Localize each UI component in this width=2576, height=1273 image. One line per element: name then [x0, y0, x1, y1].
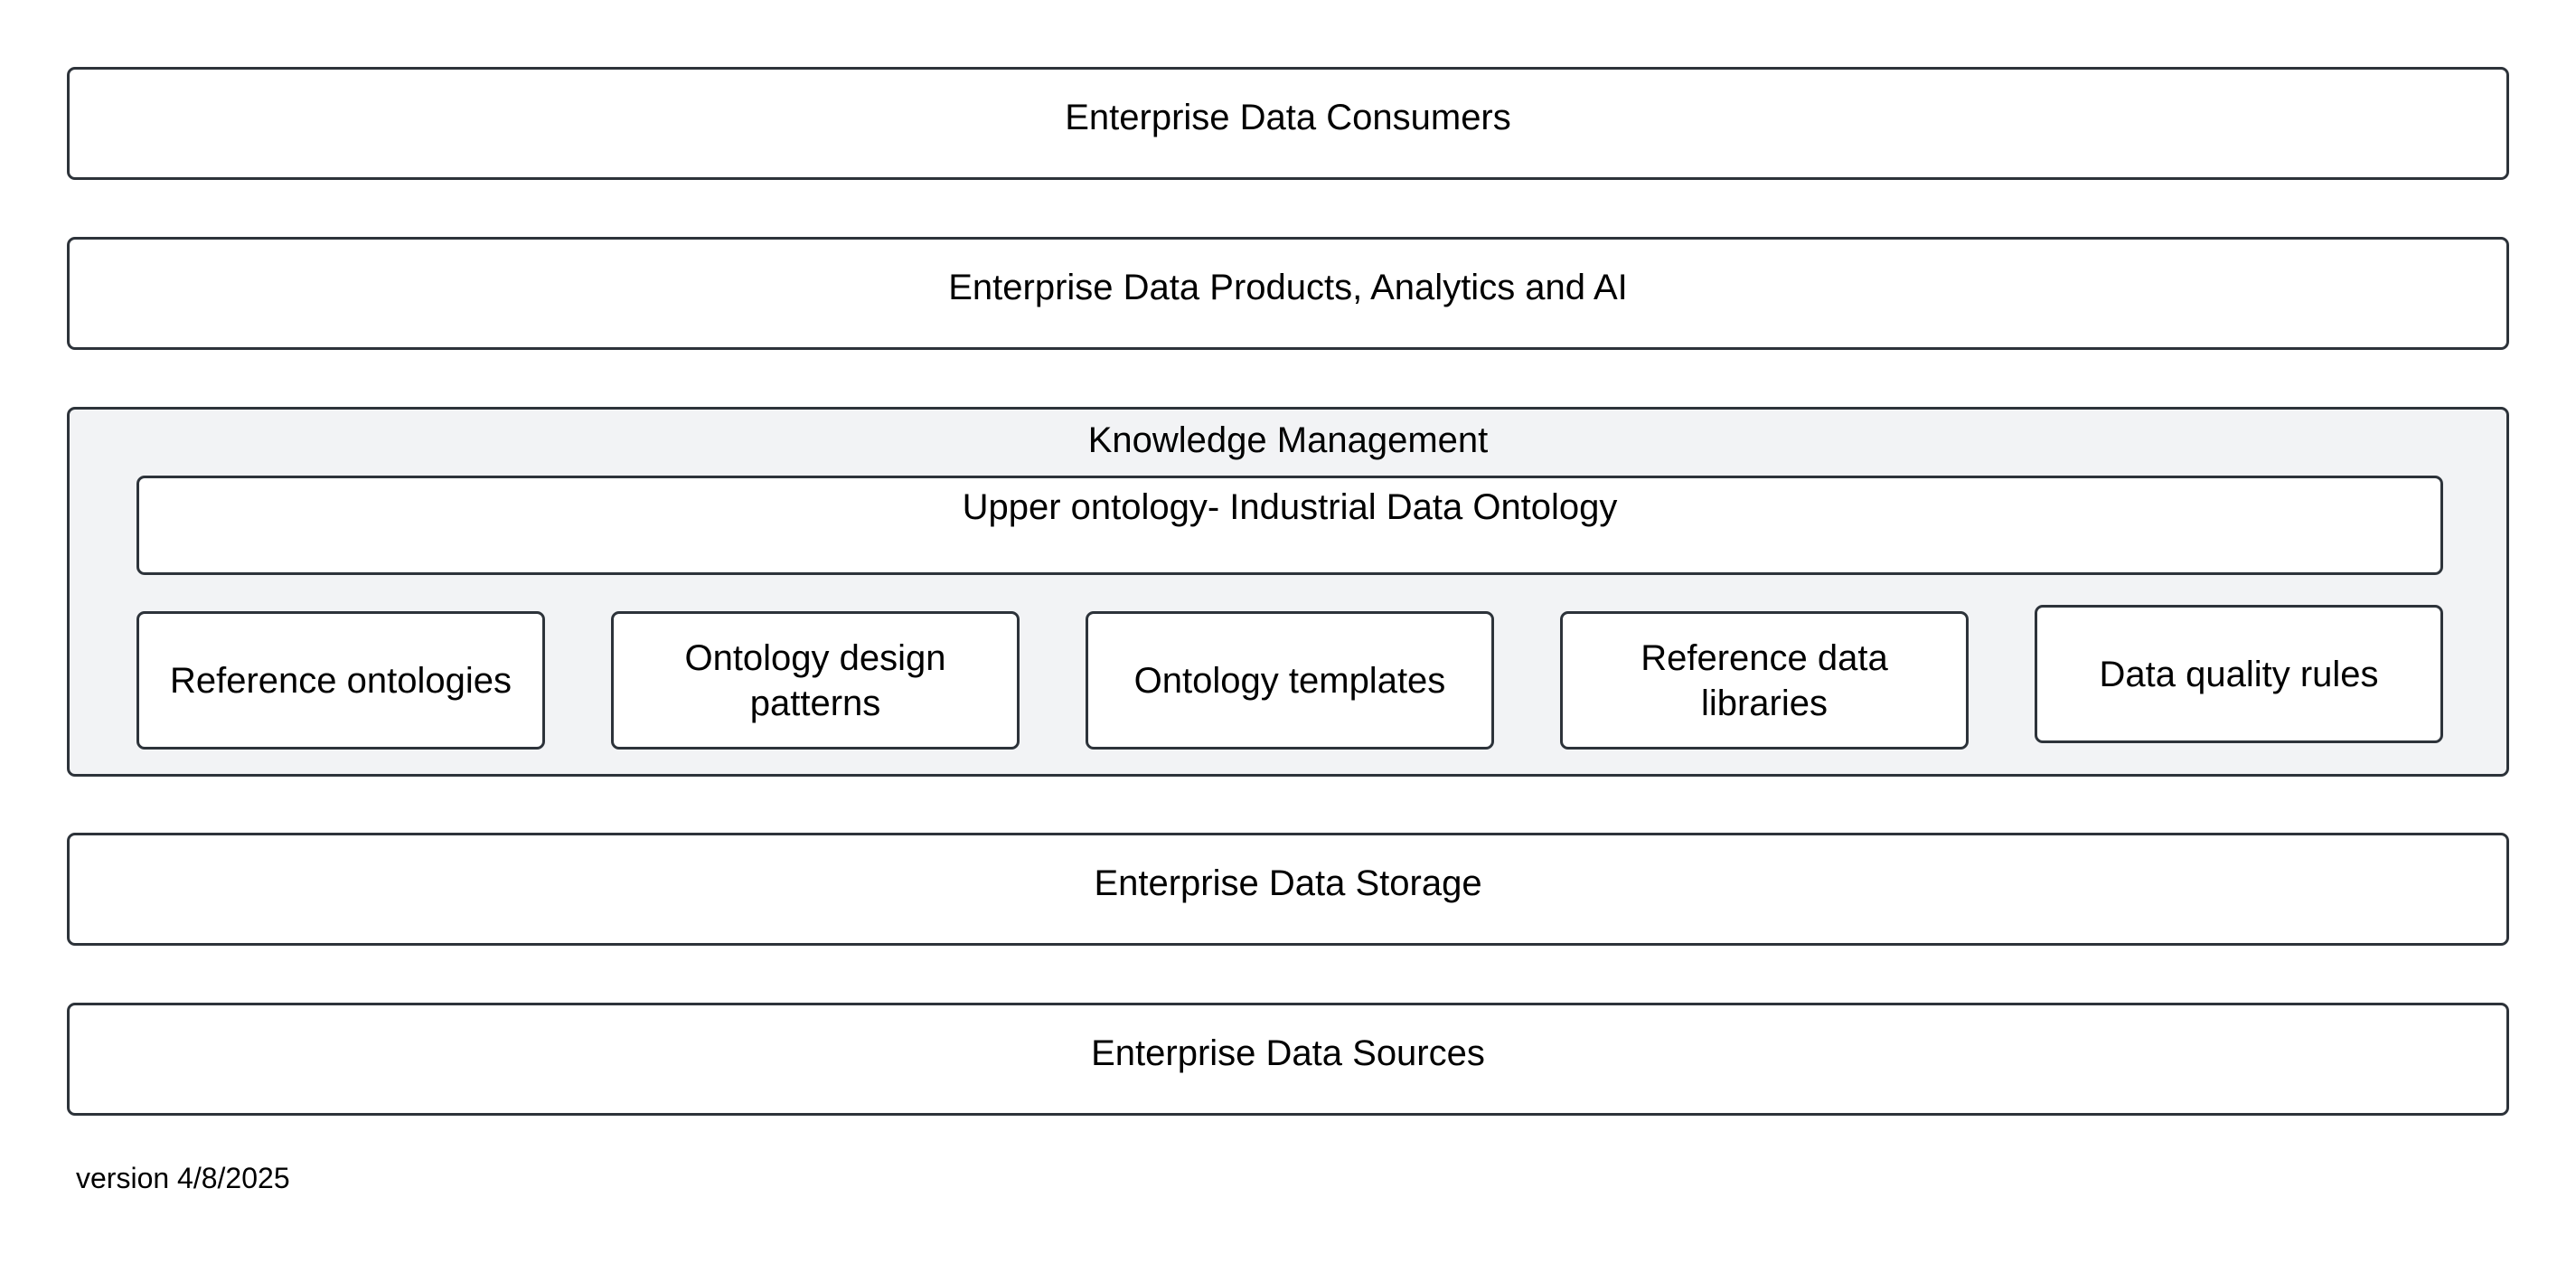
- layer-enterprise-data-products: Enterprise Data Products, Analytics and …: [67, 237, 2509, 350]
- layer-enterprise-data-storage: Enterprise Data Storage: [67, 833, 2509, 946]
- version-label: version 4/8/2025: [76, 1162, 290, 1194]
- component-label: Ontology design patterns: [684, 637, 946, 723]
- layer-label: Enterprise Data Sources: [1091, 1033, 1485, 1073]
- layer-label: Enterprise Data Storage: [1094, 863, 1482, 903]
- layer-enterprise-data-consumers: Enterprise Data Consumers: [67, 67, 2509, 180]
- component-ontology-design-patterns: Ontology design patterns: [611, 611, 1020, 750]
- component-ontology-templates: Ontology templates: [1086, 611, 1494, 750]
- component-label: Reference ontologies: [169, 660, 512, 701]
- component-label: Ontology templates: [1133, 660, 1446, 701]
- component-reference-ontologies: Reference ontologies: [136, 611, 545, 750]
- component-reference-data-libraries: Reference data libraries: [1560, 611, 1969, 750]
- component-label: Data quality rules: [2099, 654, 2379, 694]
- upper-ontology-box: Upper ontology- Industrial Data Ontology: [136, 476, 2443, 575]
- component-data-quality-rules: Data quality rules: [2035, 605, 2443, 743]
- knowledge-management-title: Knowledge Management: [1087, 420, 1489, 460]
- layer-label: Enterprise Data Consumers: [1065, 97, 1511, 137]
- knowledge-management-container: Knowledge Management Upper ontology- Ind…: [67, 407, 2509, 777]
- layer-label: Enterprise Data Products, Analytics and …: [948, 267, 1628, 307]
- component-label: Reference data libraries: [1641, 637, 1888, 723]
- upper-ontology-label: Upper ontology- Industrial Data Ontology: [962, 487, 1618, 527]
- layer-enterprise-data-sources: Enterprise Data Sources: [67, 1003, 2509, 1116]
